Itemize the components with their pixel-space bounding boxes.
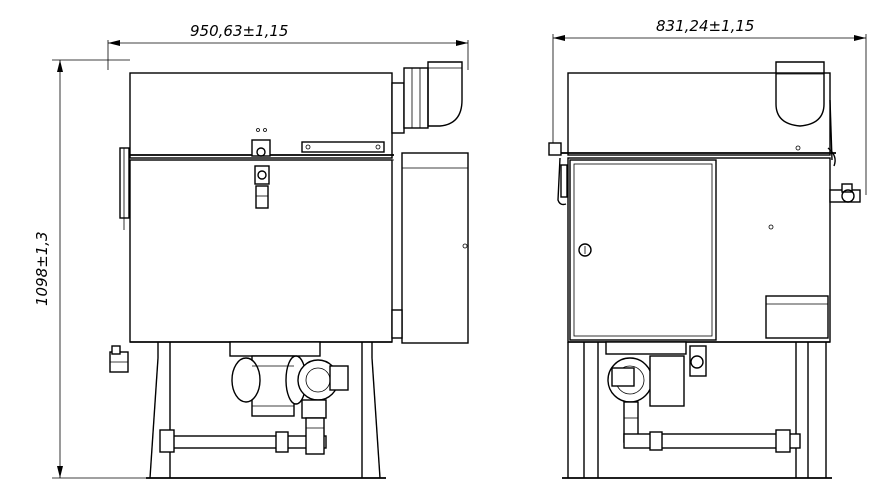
- piping: [159, 417, 327, 455]
- latch: [251, 128, 271, 209]
- side-view: [548, 61, 861, 479]
- hinge-bar: [301, 141, 385, 153]
- gas-strut: [119, 147, 130, 219]
- side-duct: [775, 61, 825, 127]
- side-cabinet: [401, 152, 469, 344]
- height-label: 1098±1,3: [33, 231, 51, 306]
- side-width-label: 831,24±1,15: [656, 17, 754, 35]
- side-piping: [623, 401, 801, 453]
- side-hinge: [548, 142, 568, 206]
- base-frame: [130, 341, 392, 479]
- side-pump: [605, 341, 707, 407]
- pump-motor: [229, 341, 349, 419]
- drain-valve: [109, 345, 129, 373]
- side-right-fittings: [827, 99, 861, 203]
- side-hood: [567, 72, 831, 156]
- exhaust-duct: [391, 61, 463, 134]
- front-view: [109, 61, 469, 479]
- control-box: [765, 295, 829, 339]
- front-width-dimension: 950,63±1,15: [107, 22, 469, 70]
- side-width-dimension: 831,24±1,15: [552, 17, 867, 195]
- front-width-label: 950,63±1,15: [190, 22, 288, 40]
- height-dimension: 1098±1,3: [33, 59, 150, 479]
- door-panel: [569, 159, 717, 341]
- door-knob-icon: [578, 243, 592, 257]
